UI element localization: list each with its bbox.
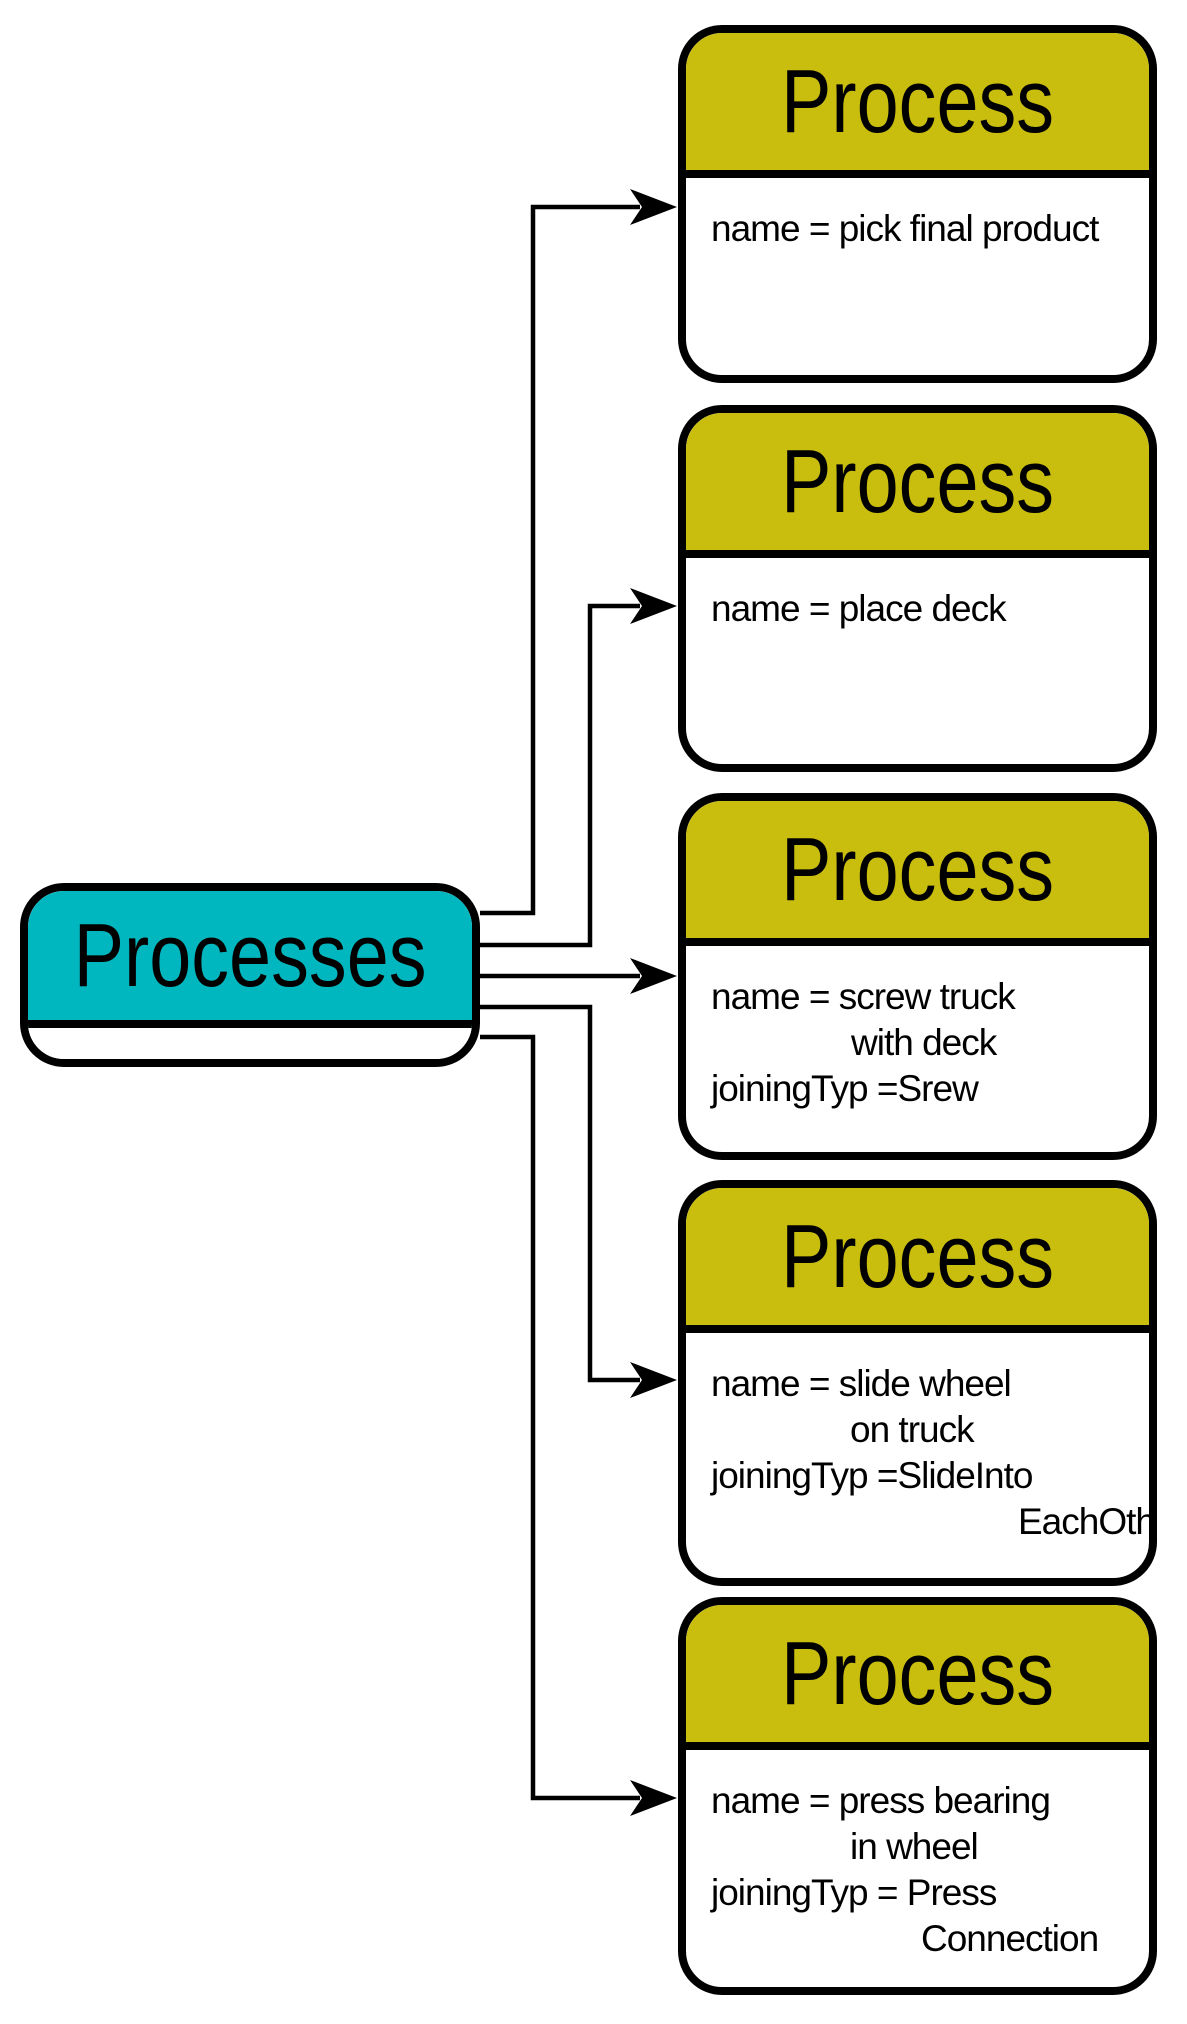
node-process-1-attributes: name = pick final product — [686, 178, 1149, 252]
arrowhead-process-4 — [630, 1362, 677, 1398]
node-process-1-title: Process — [780, 51, 1055, 152]
node-process-3-header: Process — [686, 801, 1149, 946]
connector-processes-to-process-2 — [480, 603, 640, 948]
arrowhead-process-1 — [630, 189, 677, 225]
attribute-line: name = place deck — [711, 588, 1007, 629]
node-processes[interactable]: Processes — [20, 883, 480, 1067]
node-processes-header: Processes — [28, 891, 472, 1028]
node-process-2-title: Process — [780, 431, 1055, 532]
node-process-5-header: Process — [686, 1605, 1149, 1750]
attribute-line: joiningTyp =Srew — [711, 1068, 979, 1109]
node-process-3-attributes: name = screw truck with deck joiningTyp … — [686, 946, 1149, 1112]
attribute-line: joiningTyp = Press — [711, 1872, 997, 1913]
node-process-2[interactable]: Process name = place deck — [678, 405, 1157, 772]
node-process-4-attributes: name = slide wheel on truck joiningTyp =… — [686, 1333, 1149, 1545]
node-processes-title: Processes — [73, 905, 427, 1006]
attribute-line: Connection — [921, 1918, 1099, 1959]
node-process-1-header: Process — [686, 33, 1149, 178]
connector-processes-to-process-4 — [480, 1004, 640, 1383]
node-process-2-header: Process — [686, 413, 1149, 558]
arrowhead-process-3 — [630, 958, 677, 994]
attribute-line: on truck — [850, 1409, 975, 1450]
node-process-3-title: Process — [780, 819, 1055, 920]
attribute-line: in wheel — [850, 1826, 979, 1867]
attribute-line: joiningTyp =SlideInto — [711, 1455, 1034, 1496]
attribute-line: name = press bearing — [711, 1780, 1051, 1821]
node-process-3[interactable]: Process name = screw truck with deck joi… — [678, 793, 1157, 1160]
arrowhead-process-5 — [630, 1780, 677, 1816]
attribute-line: name = screw truck — [711, 976, 1016, 1017]
node-process-4[interactable]: Process name = slide wheel on truck join… — [678, 1180, 1157, 1586]
attribute-line: name = slide wheel — [711, 1363, 1012, 1404]
node-process-5-title: Process — [780, 1623, 1055, 1724]
connector-processes-to-process-1 — [480, 204, 640, 916]
node-process-1[interactable]: Process name = pick final product — [678, 25, 1157, 383]
connector-processes-to-process-5 — [480, 1034, 640, 1801]
node-process-5[interactable]: Process name = press bearing in wheel jo… — [678, 1597, 1157, 1995]
attribute-line: name = pick final product — [711, 208, 1099, 249]
node-process-4-header: Process — [686, 1188, 1149, 1333]
attribute-line: EachOther — [1018, 1501, 1155, 1542]
arrowhead-process-2 — [630, 588, 677, 624]
node-process-2-attributes: name = place deck — [686, 558, 1149, 632]
node-process-4-title: Process — [780, 1206, 1055, 1307]
node-processes-empty-compartment — [28, 1028, 472, 1059]
node-process-5-attributes: name = press bearing in wheel joiningTyp… — [686, 1750, 1149, 1962]
attribute-line: with deck — [851, 1022, 997, 1063]
